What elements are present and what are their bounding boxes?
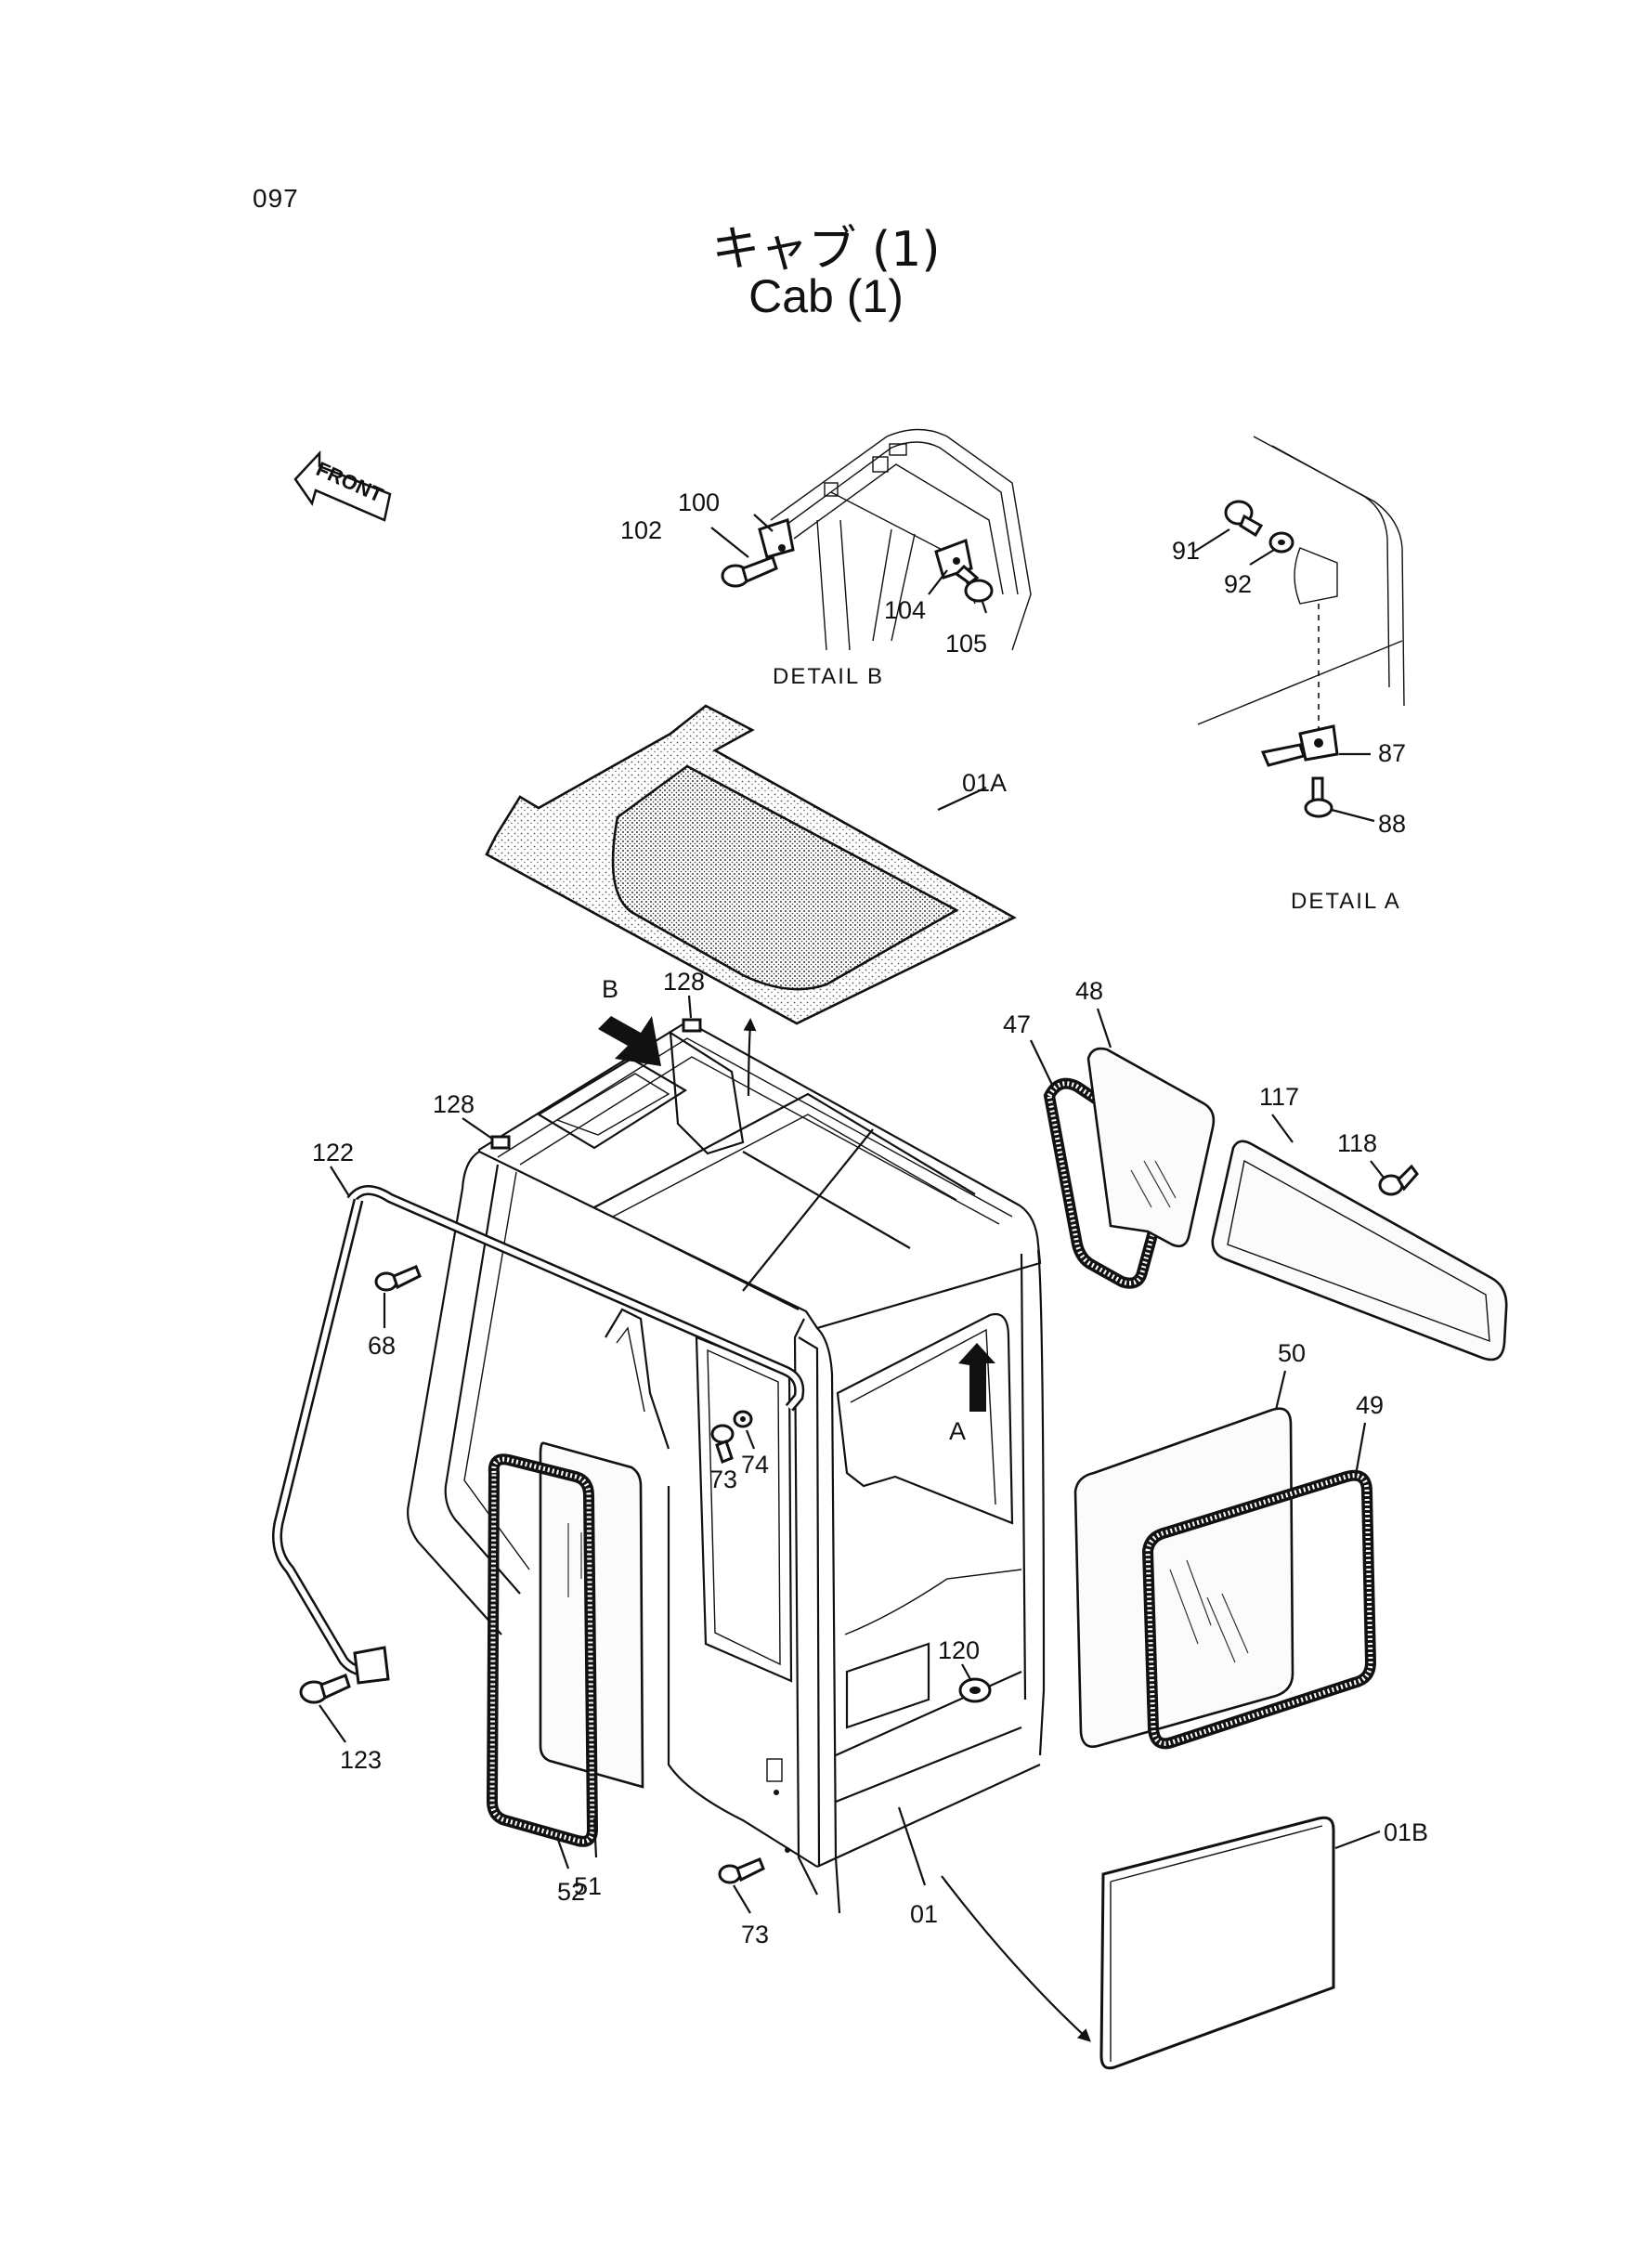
- cab-frame-01: B A 128 128 01 120: [407, 968, 1091, 2042]
- handrail-122: 122: [272, 1139, 805, 1685]
- callout-104: 104: [884, 596, 926, 624]
- callout-51: 51: [574, 1872, 602, 1900]
- callout-87: 87: [1378, 739, 1406, 767]
- view-b-label: B: [602, 975, 618, 1003]
- callout-49: 49: [1356, 1391, 1384, 1419]
- callout-47: 47: [1003, 1010, 1031, 1038]
- bolt-88: [1304, 776, 1333, 818]
- callout-92: 92: [1224, 570, 1252, 598]
- bracket-87: [1260, 724, 1339, 767]
- callout-118: 118: [1337, 1129, 1377, 1157]
- gasket-47: [1043, 1077, 1177, 1289]
- panel-01b: [1099, 1816, 1335, 2070]
- callout-01a: 01A: [962, 769, 1007, 797]
- bolt-73-lower: [718, 1857, 765, 1884]
- detail-a-label: DETAIL A: [1291, 889, 1401, 914]
- title-english: Cab (1): [748, 270, 904, 322]
- bolt-105: [954, 564, 994, 603]
- callout-01: 01: [910, 1900, 938, 1928]
- callout-102: 102: [620, 516, 662, 544]
- bolt-102: [721, 555, 778, 588]
- callout-73-lower: 73: [741, 1921, 769, 1948]
- stopper-128-top: [682, 1018, 702, 1033]
- callout-91: 91: [1172, 537, 1200, 565]
- view-a-label: A: [949, 1417, 966, 1445]
- bolt-123: [299, 1674, 351, 1704]
- callout-120: 120: [938, 1636, 980, 1664]
- page-number: 097: [253, 184, 299, 213]
- detail-b-label: DETAIL B: [773, 664, 884, 689]
- callout-128-left: 128: [433, 1090, 475, 1118]
- callout-52: 52: [557, 1878, 585, 1906]
- callout-105: 105: [945, 630, 987, 658]
- callout-123: 123: [340, 1746, 382, 1774]
- gasket-52: [486, 1453, 599, 1847]
- washer-74: [733, 1410, 753, 1428]
- callout-122: 122: [312, 1139, 354, 1166]
- view-a-arrow: [958, 1343, 995, 1412]
- front-direction-arrow: FRONT: [293, 449, 392, 522]
- callout-73-upper: 73: [709, 1466, 737, 1493]
- gasket-49: [1141, 1469, 1377, 1750]
- pin-118: [1378, 1164, 1419, 1196]
- glass-48: [1086, 1047, 1216, 1248]
- bolt-73-upper: [710, 1424, 735, 1464]
- screw-91: [1224, 500, 1264, 538]
- callout-100: 100: [678, 489, 720, 516]
- callout-88: 88: [1378, 810, 1406, 838]
- title-japanese: キャブ (1): [711, 222, 941, 278]
- callout-48: 48: [1075, 977, 1103, 1005]
- glass-50: [1073, 1407, 1294, 1748]
- stopper-128-left: [490, 1135, 511, 1150]
- view-b-arrow: [598, 1016, 661, 1066]
- detail-b-view: 100 102 104 105 DETAIL B: [620, 428, 1032, 689]
- detail-a-view: 91 92 87 88 DETAIL A: [1172, 436, 1406, 914]
- callout-68: 68: [368, 1332, 396, 1360]
- callout-117: 117: [1259, 1083, 1299, 1111]
- grommet-120: [958, 1677, 992, 1703]
- bolt-68: [374, 1265, 422, 1292]
- callout-50: 50: [1278, 1339, 1306, 1367]
- callout-128-top: 128: [663, 968, 705, 996]
- callout-74: 74: [741, 1451, 769, 1479]
- glass-117: [1211, 1140, 1508, 1362]
- roof-liner-01a: 01A: [485, 704, 1017, 1097]
- callout-01b: 01B: [1384, 1818, 1428, 1846]
